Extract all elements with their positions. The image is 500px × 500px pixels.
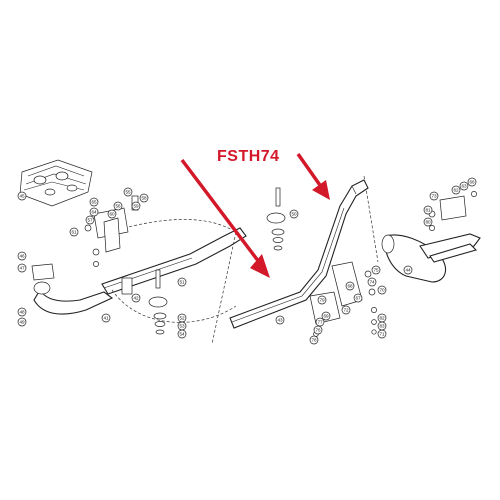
part-label: 63	[461, 184, 467, 189]
dashed-guide	[363, 175, 379, 263]
gasket-set-illustration	[19, 159, 93, 207]
part-label: 74	[369, 280, 375, 285]
bracket-cluster-left	[84, 195, 139, 295]
part-label: 54	[179, 332, 185, 337]
part-label: 73	[431, 194, 437, 199]
part-label: 60	[109, 212, 115, 217]
part-label: 67	[355, 296, 361, 301]
callout-part-number: FSTH74	[217, 148, 280, 165]
arrow-left	[180, 158, 270, 278]
part-label: 77	[317, 320, 323, 325]
part-label: 61	[71, 230, 77, 235]
part-label: 81	[425, 208, 431, 213]
part-label: 68	[347, 284, 353, 289]
part-label: 62	[453, 188, 459, 193]
hanger-stack-center-top	[266, 187, 286, 251]
part-label: 65	[91, 200, 97, 205]
front-downpipe	[31, 263, 114, 315]
part-label: 79	[319, 298, 325, 303]
part-label: 42	[133, 296, 139, 301]
intermediate-pipe-front	[101, 227, 247, 295]
dashed-guide	[111, 289, 237, 323]
arrow-right	[296, 152, 330, 200]
part-label: 50	[291, 212, 297, 217]
part-label: 83	[379, 324, 385, 329]
part-label: 48	[19, 310, 25, 315]
part-label: 43	[277, 318, 283, 323]
part-label: 64	[91, 210, 97, 215]
part-label: 49	[19, 320, 25, 325]
part-label: 75	[373, 268, 379, 273]
part-label: 45	[19, 194, 25, 199]
part-label: 52	[179, 316, 185, 321]
part-label: 55	[125, 190, 131, 195]
part-label: 70	[379, 288, 385, 293]
hanger-stack-center-bottom	[148, 269, 168, 335]
part-label: 72	[343, 308, 349, 313]
part-label: 53	[179, 324, 185, 329]
part-label: 69	[323, 314, 329, 319]
part-label: 46	[19, 254, 25, 259]
part-label: 51	[179, 280, 185, 285]
part-label: 66	[469, 180, 475, 185]
bracket-cluster-muffler	[428, 191, 477, 231]
part-label: 44	[405, 268, 411, 273]
part-label: 47	[19, 266, 25, 271]
part-label: 58	[141, 196, 147, 201]
part-label: 57	[87, 218, 93, 223]
dashed-guide	[211, 231, 237, 345]
part-label: 56	[115, 204, 121, 209]
part-label: 41	[103, 316, 109, 321]
part-label: 71	[379, 332, 385, 337]
part-label: 82	[379, 316, 385, 321]
part-number-labels: 45 46 47 48 49 41 42 55 56 58 59 61 64 6…	[17, 177, 477, 345]
center-pipe	[229, 179, 369, 329]
part-label: 78	[311, 338, 317, 343]
part-label: 80	[425, 220, 431, 225]
part-label: 59	[133, 204, 139, 209]
dashed-guide	[109, 219, 233, 233]
rear-muffler	[381, 233, 481, 283]
part-label: 76	[315, 328, 321, 333]
